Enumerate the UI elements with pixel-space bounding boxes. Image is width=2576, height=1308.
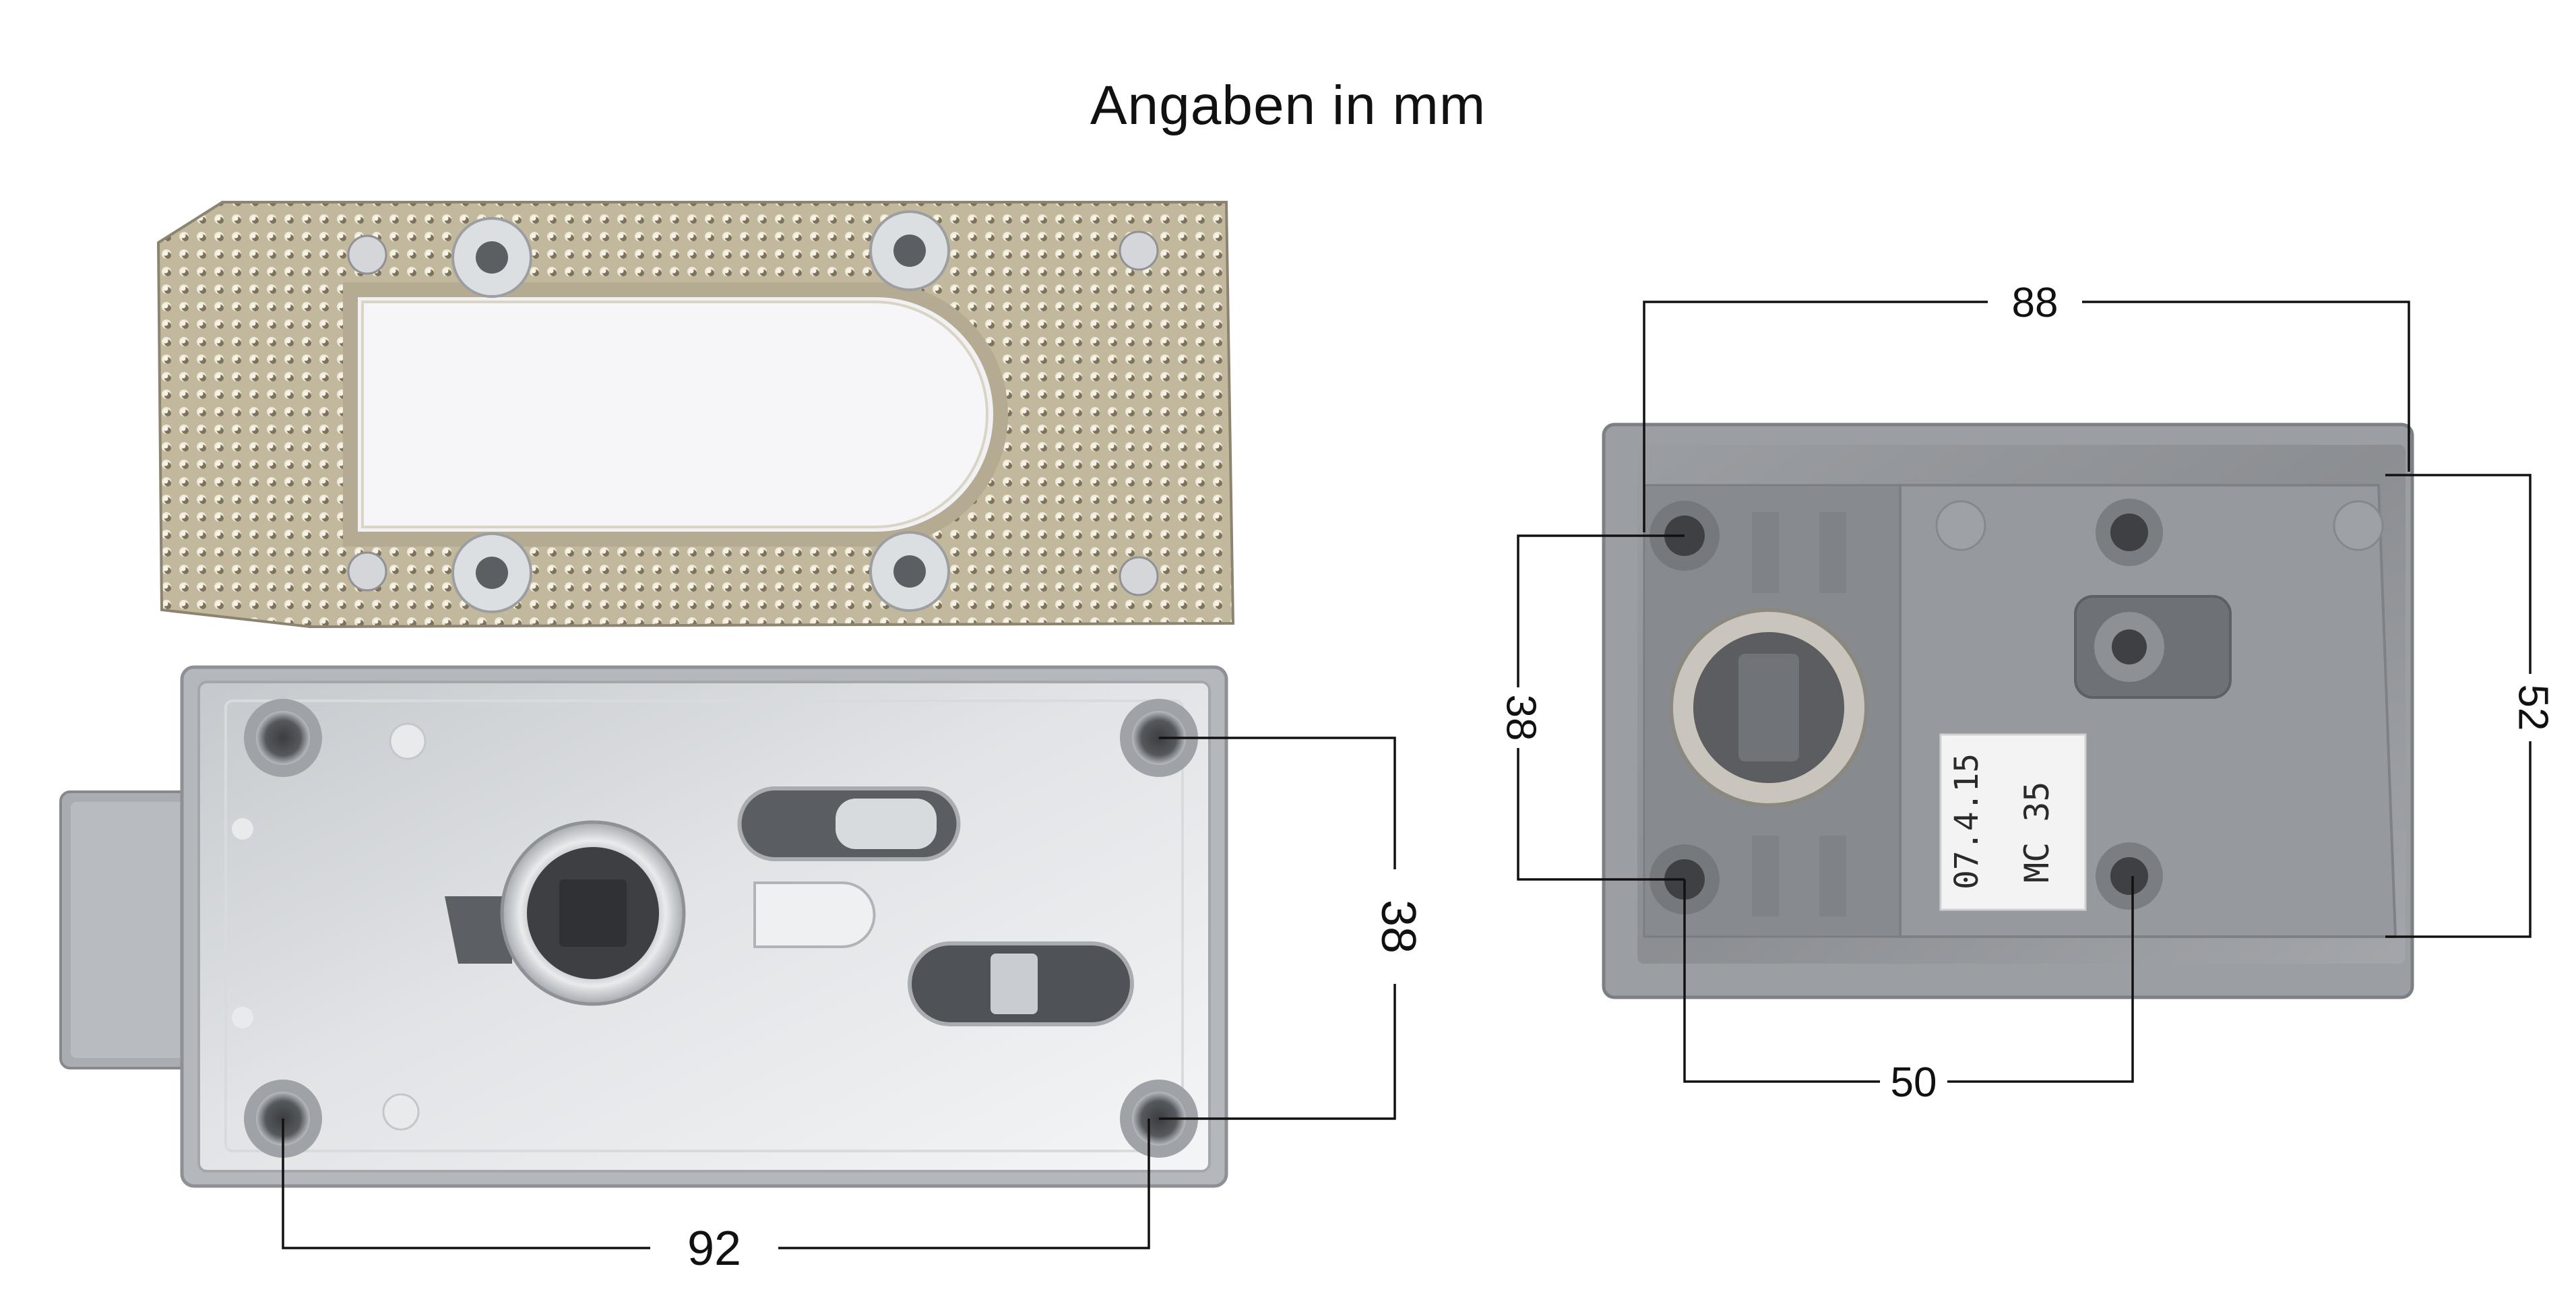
sticker-model: MC 35 <box>2017 781 2056 883</box>
dim-label-right-bottom-width: 50 <box>1891 1059 1937 1106</box>
dim-label-right-top-width: 88 <box>2012 280 2059 326</box>
dim-label-right-left-height: 38 <box>1498 695 1544 741</box>
dim-label-left-height: 38 <box>1371 900 1425 954</box>
units-caption: Angaben in mm <box>1090 75 1486 136</box>
textured-strike-plate <box>156 201 1235 629</box>
dim-label-left-width: 92 <box>687 1222 741 1276</box>
screw-hole <box>869 531 950 612</box>
silver-lock-body <box>59 665 1228 1188</box>
sticker-date: 07.4.15 <box>1948 753 1986 890</box>
label-sticker: 07.4.15 MC 35 <box>1939 733 2087 911</box>
screw-hole <box>451 532 532 613</box>
grey-lock-housing: 07.4.15 MC 35 <box>1602 423 2414 999</box>
screw-hole <box>869 210 950 291</box>
screw-hole <box>451 217 532 298</box>
dim-label-right-right-height: 52 <box>2510 685 2556 731</box>
dimension-lines <box>282 301 2532 1249</box>
